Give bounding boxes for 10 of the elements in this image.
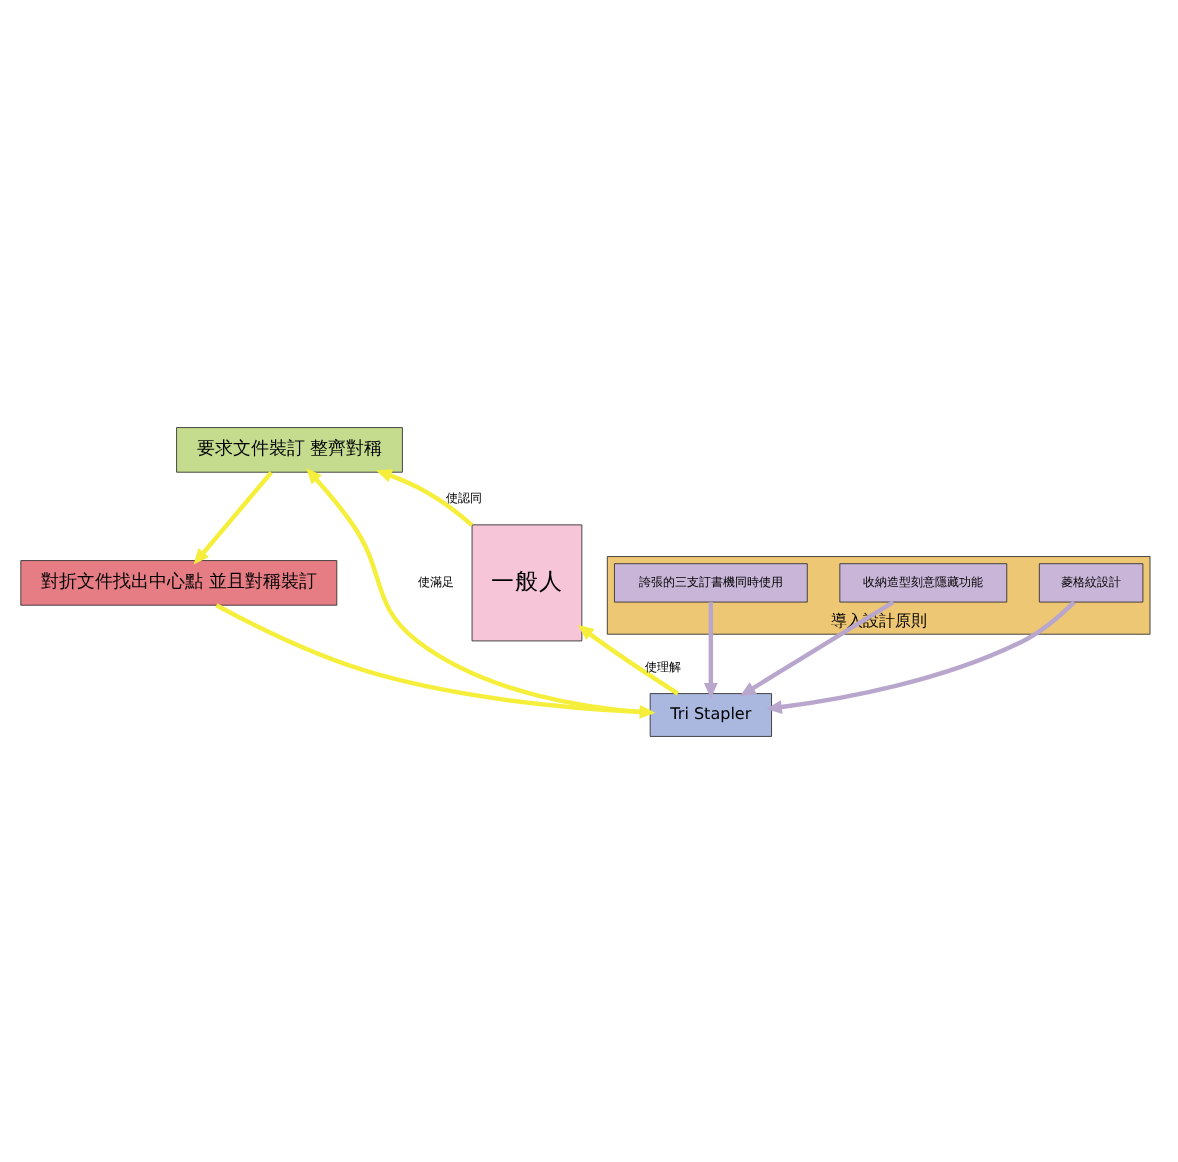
arrow <box>739 599 895 696</box>
arrow <box>193 470 273 564</box>
node-box: 一般人 <box>471 523 583 641</box>
node-box: 要求文件裝訂 整齊對稱 <box>176 426 403 472</box>
node-box: 對折文件找出中心點 並且對稱裝訂 <box>20 559 338 605</box>
arrow <box>766 599 1076 713</box>
arrow <box>306 467 651 715</box>
arrow <box>703 601 718 698</box>
arrow <box>375 468 474 526</box>
arrow <box>577 623 680 695</box>
